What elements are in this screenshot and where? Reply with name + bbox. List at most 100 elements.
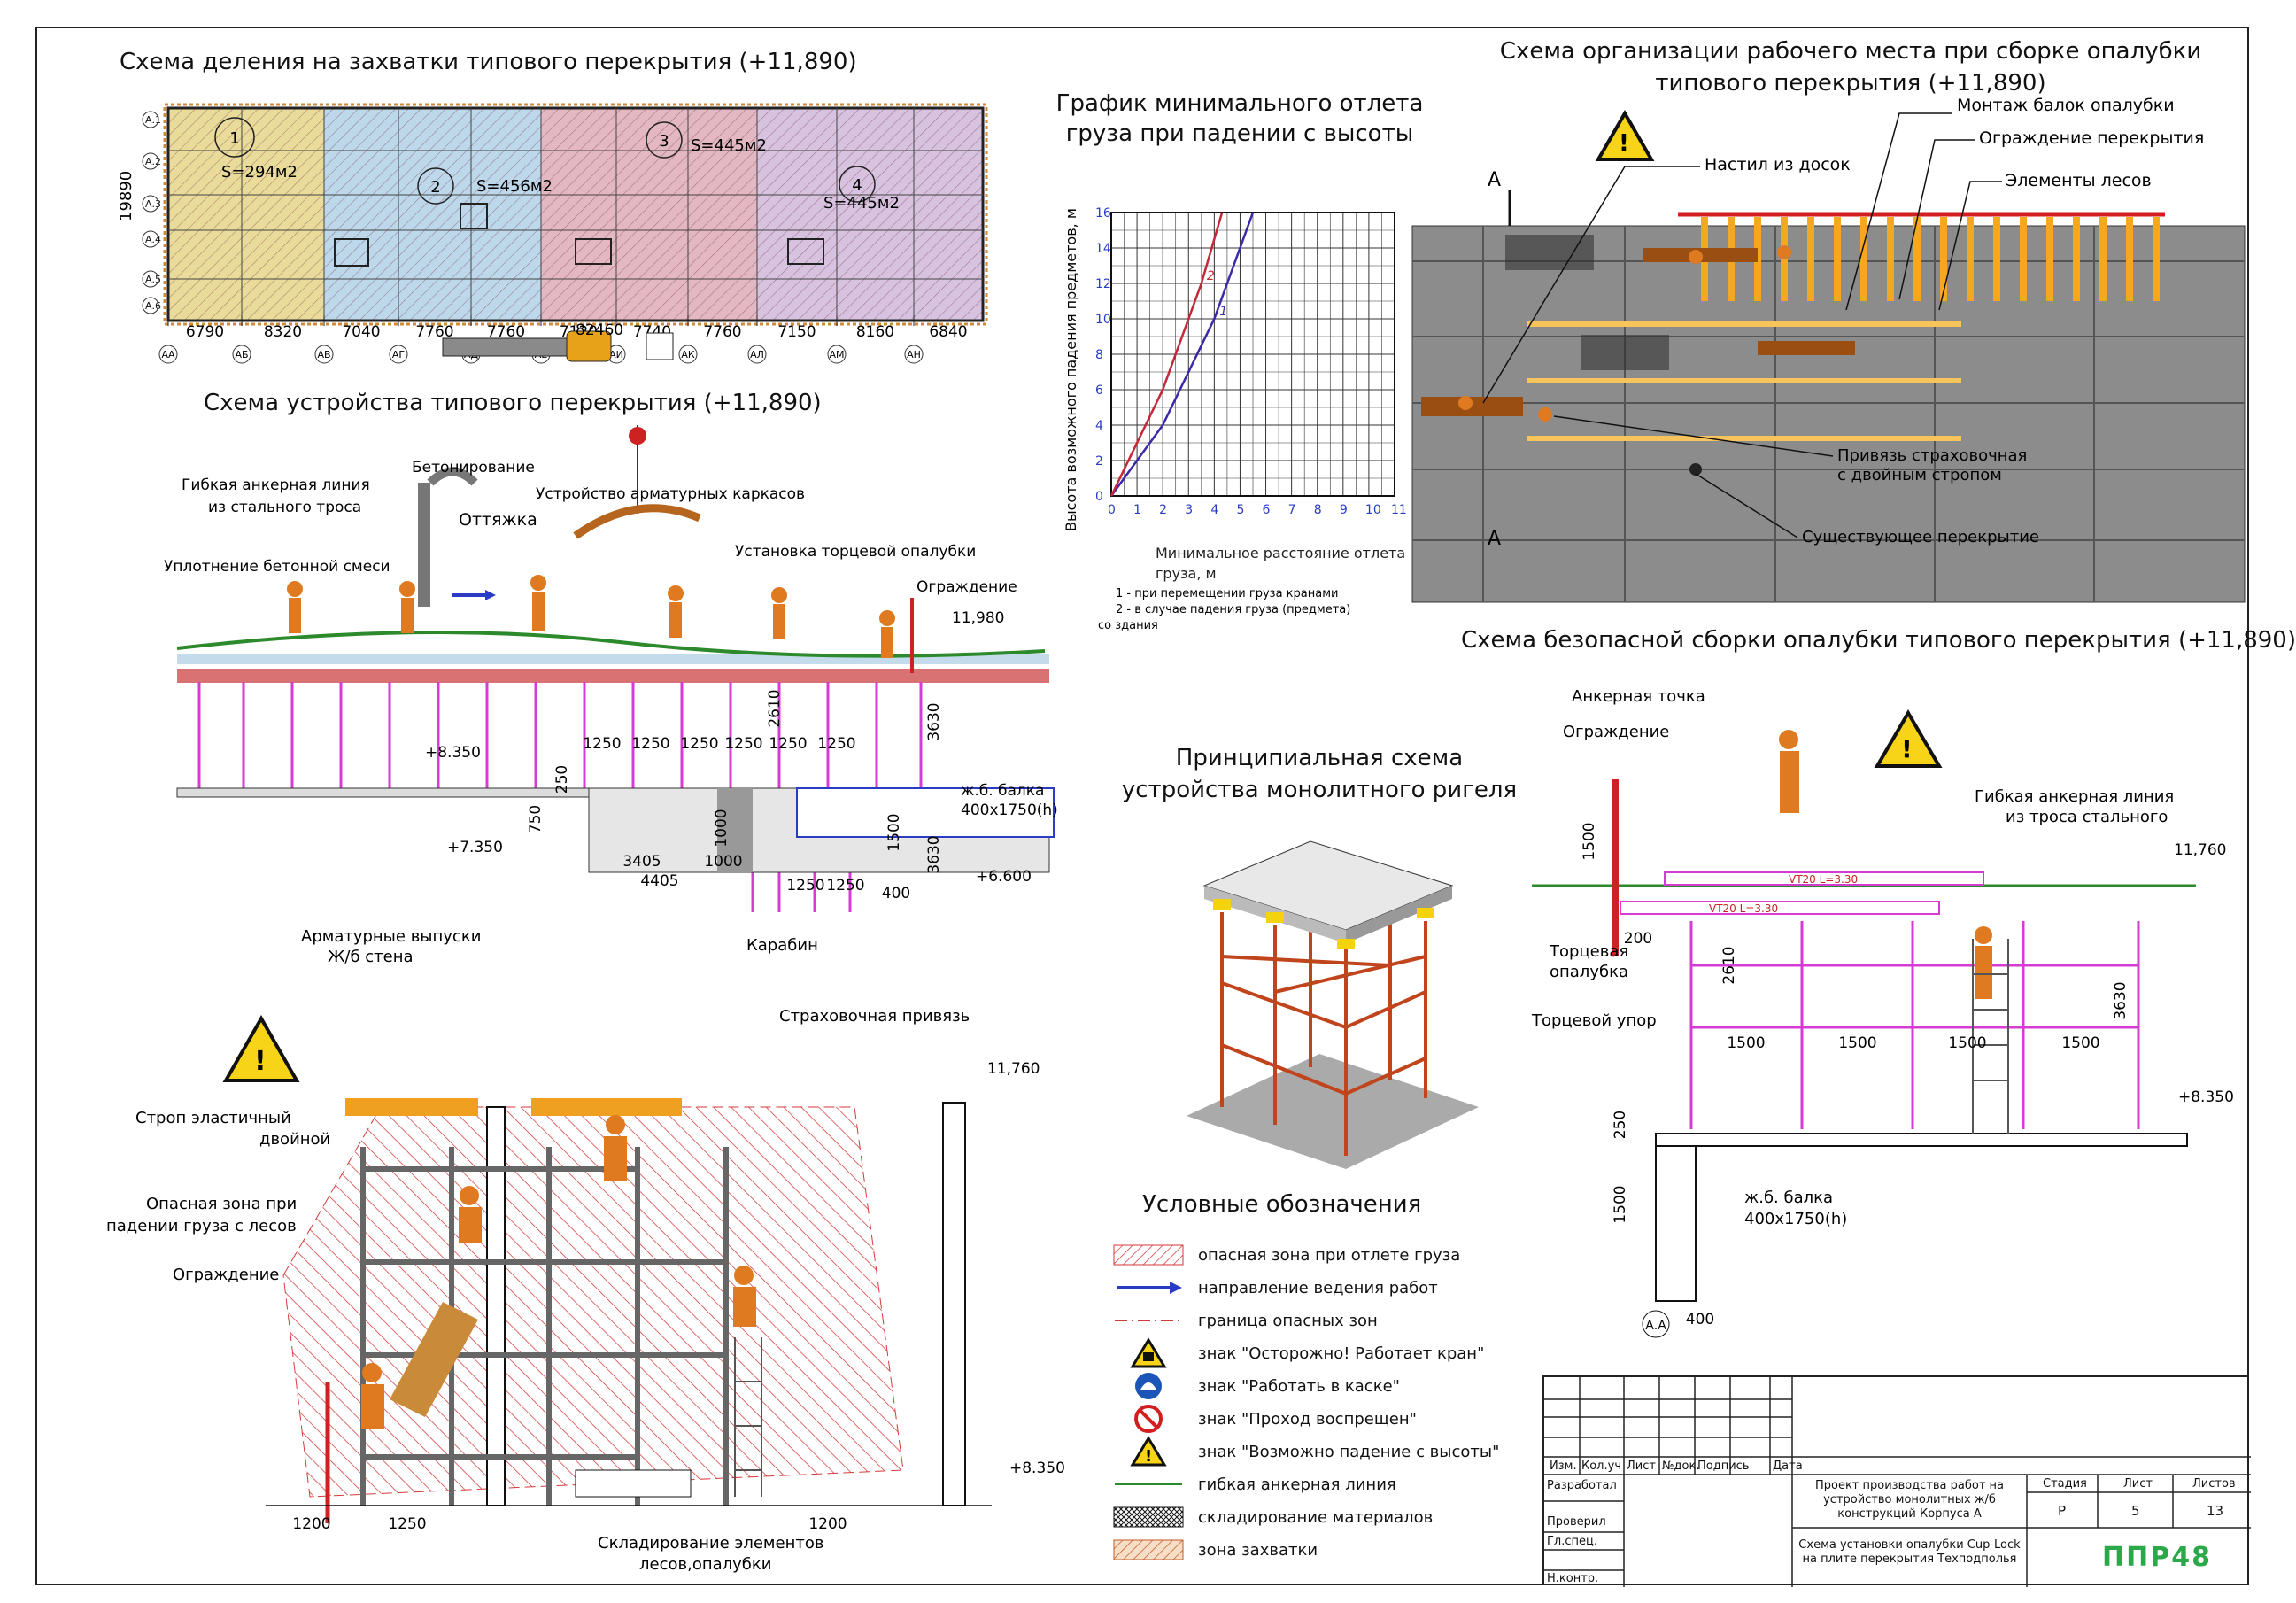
plan-dim-10: 6840 xyxy=(929,323,967,341)
worker-icons xyxy=(287,575,895,658)
graph-xtick-5: 5 xyxy=(1236,503,1244,517)
workplace-existing: Существующее перекрытие xyxy=(1802,528,2039,546)
fall-graph: Высота возможного падения предметов, м 1… xyxy=(1063,206,1407,632)
fall-warning-sign-icon: ! xyxy=(1595,109,1655,161)
legend-row: ! знак "Возможно падение с высоты" xyxy=(1111,1436,1500,1467)
graph-xtick-4: 4 xyxy=(1210,503,1218,517)
safe-dim-5: 3630 xyxy=(2112,981,2130,1019)
scaffold-danger1: Опасная зона при xyxy=(146,1195,297,1213)
stamp-col-4: Подпись xyxy=(1697,1460,1750,1473)
zone-3-num: 3 xyxy=(659,132,669,151)
graph-series-label-2: 2 xyxy=(1207,269,1215,283)
graph-xtick-7: 7 xyxy=(1288,503,1296,517)
plan-dim-3: 7760 xyxy=(415,323,453,341)
sign-fall-icon: ! xyxy=(1111,1436,1186,1467)
scaffold-storage2: лесов,опалубки xyxy=(639,1555,771,1574)
sign-crane-icon xyxy=(1111,1337,1186,1368)
graph-ytick-6: 12 xyxy=(1095,277,1111,291)
floor-dim-1: 1250 xyxy=(631,735,669,753)
workplace-harness2: с двойным стропом xyxy=(1837,466,2002,484)
workplace-deck: Настил из досок xyxy=(1705,155,1851,174)
plan-axis-10: АН xyxy=(907,349,921,360)
floor-dim-17: 1000 xyxy=(704,853,742,871)
scaffold-harness: Страховочная привязь xyxy=(779,1007,970,1026)
floor-mark-2: +7.350 xyxy=(447,839,503,856)
graph-xtick-1: 1 xyxy=(1133,503,1141,517)
graph-xtick-9: 9 xyxy=(1340,503,1348,517)
safe-line1: Гибкая анкерная линия xyxy=(1975,787,2174,806)
floor-mark-0: 11,980 xyxy=(952,609,1004,627)
stamp-sheet: 5 xyxy=(2131,1503,2140,1519)
storage-area-2 xyxy=(1581,335,1669,370)
graph-note1: 1 - при перемещении груза кранами xyxy=(1116,587,1338,600)
legend-row: зона захватки xyxy=(1111,1535,1318,1565)
plan-dim-0: 6790 xyxy=(186,323,224,341)
graph-title: График минимального отлета груза при пад… xyxy=(1055,90,1424,147)
safe-mark-0: 11,760 xyxy=(2174,841,2226,859)
graph-note3: со здания xyxy=(1098,619,1158,632)
workplace-beams: Монтаж балок опалубки xyxy=(1957,96,2175,115)
stamp-row-3: Н.контр. xyxy=(1547,1572,1599,1585)
sign-helmet-icon xyxy=(1111,1373,1186,1399)
scaffold-dim-2: 1200 xyxy=(808,1515,847,1533)
floor-dim-16: 4405 xyxy=(640,872,678,890)
floor-dim-0: 1250 xyxy=(583,735,621,753)
safe-title: Схема безопасной сборки опалубки типовог… xyxy=(1461,627,2296,654)
legend-text: знак "Возможно падение с высоты" xyxy=(1198,1442,1500,1461)
safe-dim-8: 250 xyxy=(1612,1111,1629,1139)
floor-dim-13: 1500 xyxy=(885,813,903,851)
stamp-col-3: №док. xyxy=(1662,1460,1700,1473)
axis-a1: А.1 xyxy=(145,114,161,126)
safe-dim-7: 200 xyxy=(1624,930,1652,948)
graph-ytick-4: 8 xyxy=(1095,348,1103,362)
arrow-blue-icon xyxy=(1111,1276,1186,1299)
legend-row: складирование материалов xyxy=(1111,1502,1433,1532)
workplace-title: Схема организации рабочего места при сбо… xyxy=(1499,38,2202,97)
floor-compaction: Уплотнение бетонной смеси xyxy=(164,558,390,576)
floor-beam2: 400x1750(h) xyxy=(961,802,1058,819)
plan-dim-7: 7760 xyxy=(703,323,741,341)
legend-title: Условные обозначения xyxy=(1142,1191,1422,1218)
floor-mark-1: +8.350 xyxy=(425,744,481,762)
graph-ytick-5: 10 xyxy=(1095,313,1111,327)
stamp-row-2: Гл.спец. xyxy=(1547,1535,1597,1548)
svg-text:!: ! xyxy=(1145,1447,1152,1466)
stamp-sheets-header: Листов xyxy=(2192,1477,2236,1491)
hatch-orange-icon xyxy=(1111,1538,1186,1561)
floor-dim-3: 1250 xyxy=(724,735,762,753)
graph-series-1 xyxy=(1109,212,1255,497)
crane-dim: 82460 xyxy=(576,321,623,339)
axis-a6: А.6 xyxy=(145,300,161,312)
stamp-project: Проект производства работ на устройство … xyxy=(1814,1479,2005,1521)
safe-mark-1: +8.350 xyxy=(2178,1088,2234,1106)
floor-beam1: ж.б. балка xyxy=(961,782,1044,800)
fall-warning-sign-icon-scaffold: ! xyxy=(222,1014,300,1082)
line-green-icon xyxy=(1111,1473,1186,1496)
floor-anchor-line: Гибкая анкерная линия xyxy=(182,476,370,494)
safe-dim-4: 2610 xyxy=(1720,946,1738,984)
zone-3-area: S=445м2 xyxy=(691,136,767,155)
svg-text:!: ! xyxy=(254,1046,267,1077)
fall-warning-sign-icon-safe: ! xyxy=(1874,709,1943,768)
safe-stop: Торцевой упор xyxy=(1531,1011,1657,1030)
scaffold-drawing: ! Арматурные выпуски Ж/б стена Карабин С… xyxy=(106,927,1065,1574)
workplace-section-bottom: А xyxy=(1488,528,1501,550)
legend-text: граница опасных зон xyxy=(1198,1311,1378,1330)
stamp-sheet-header: Лист xyxy=(2123,1477,2153,1491)
zone-2-num: 2 xyxy=(430,178,440,197)
plan-dim-8: 7150 xyxy=(777,323,816,341)
safe-dim-6: 1500 xyxy=(1581,822,1598,860)
plan-height-dim: 19890 xyxy=(117,171,135,221)
graph-ytick-7: 14 xyxy=(1095,242,1111,256)
legend-row: опасная зона при отлете груза xyxy=(1111,1240,1460,1270)
plan-title: Схема деления на захватки типового перек… xyxy=(120,49,857,75)
legend-row: гибкая анкерная линия xyxy=(1111,1469,1396,1499)
beam-3d-drawing xyxy=(1187,840,1479,1169)
safe-dim-10: 400 xyxy=(1686,1311,1714,1328)
axis-a4: А.4 xyxy=(145,234,161,245)
scaffold-dim-0: 1200 xyxy=(292,1515,330,1533)
graph-xlabel2: груза, м xyxy=(1156,565,1217,582)
graph-ytick-2: 4 xyxy=(1095,419,1103,433)
stamp-col-1: Кол.уч xyxy=(1581,1460,1621,1473)
beam-title: Принципиальная схема устройства монолитн… xyxy=(1121,745,1518,803)
